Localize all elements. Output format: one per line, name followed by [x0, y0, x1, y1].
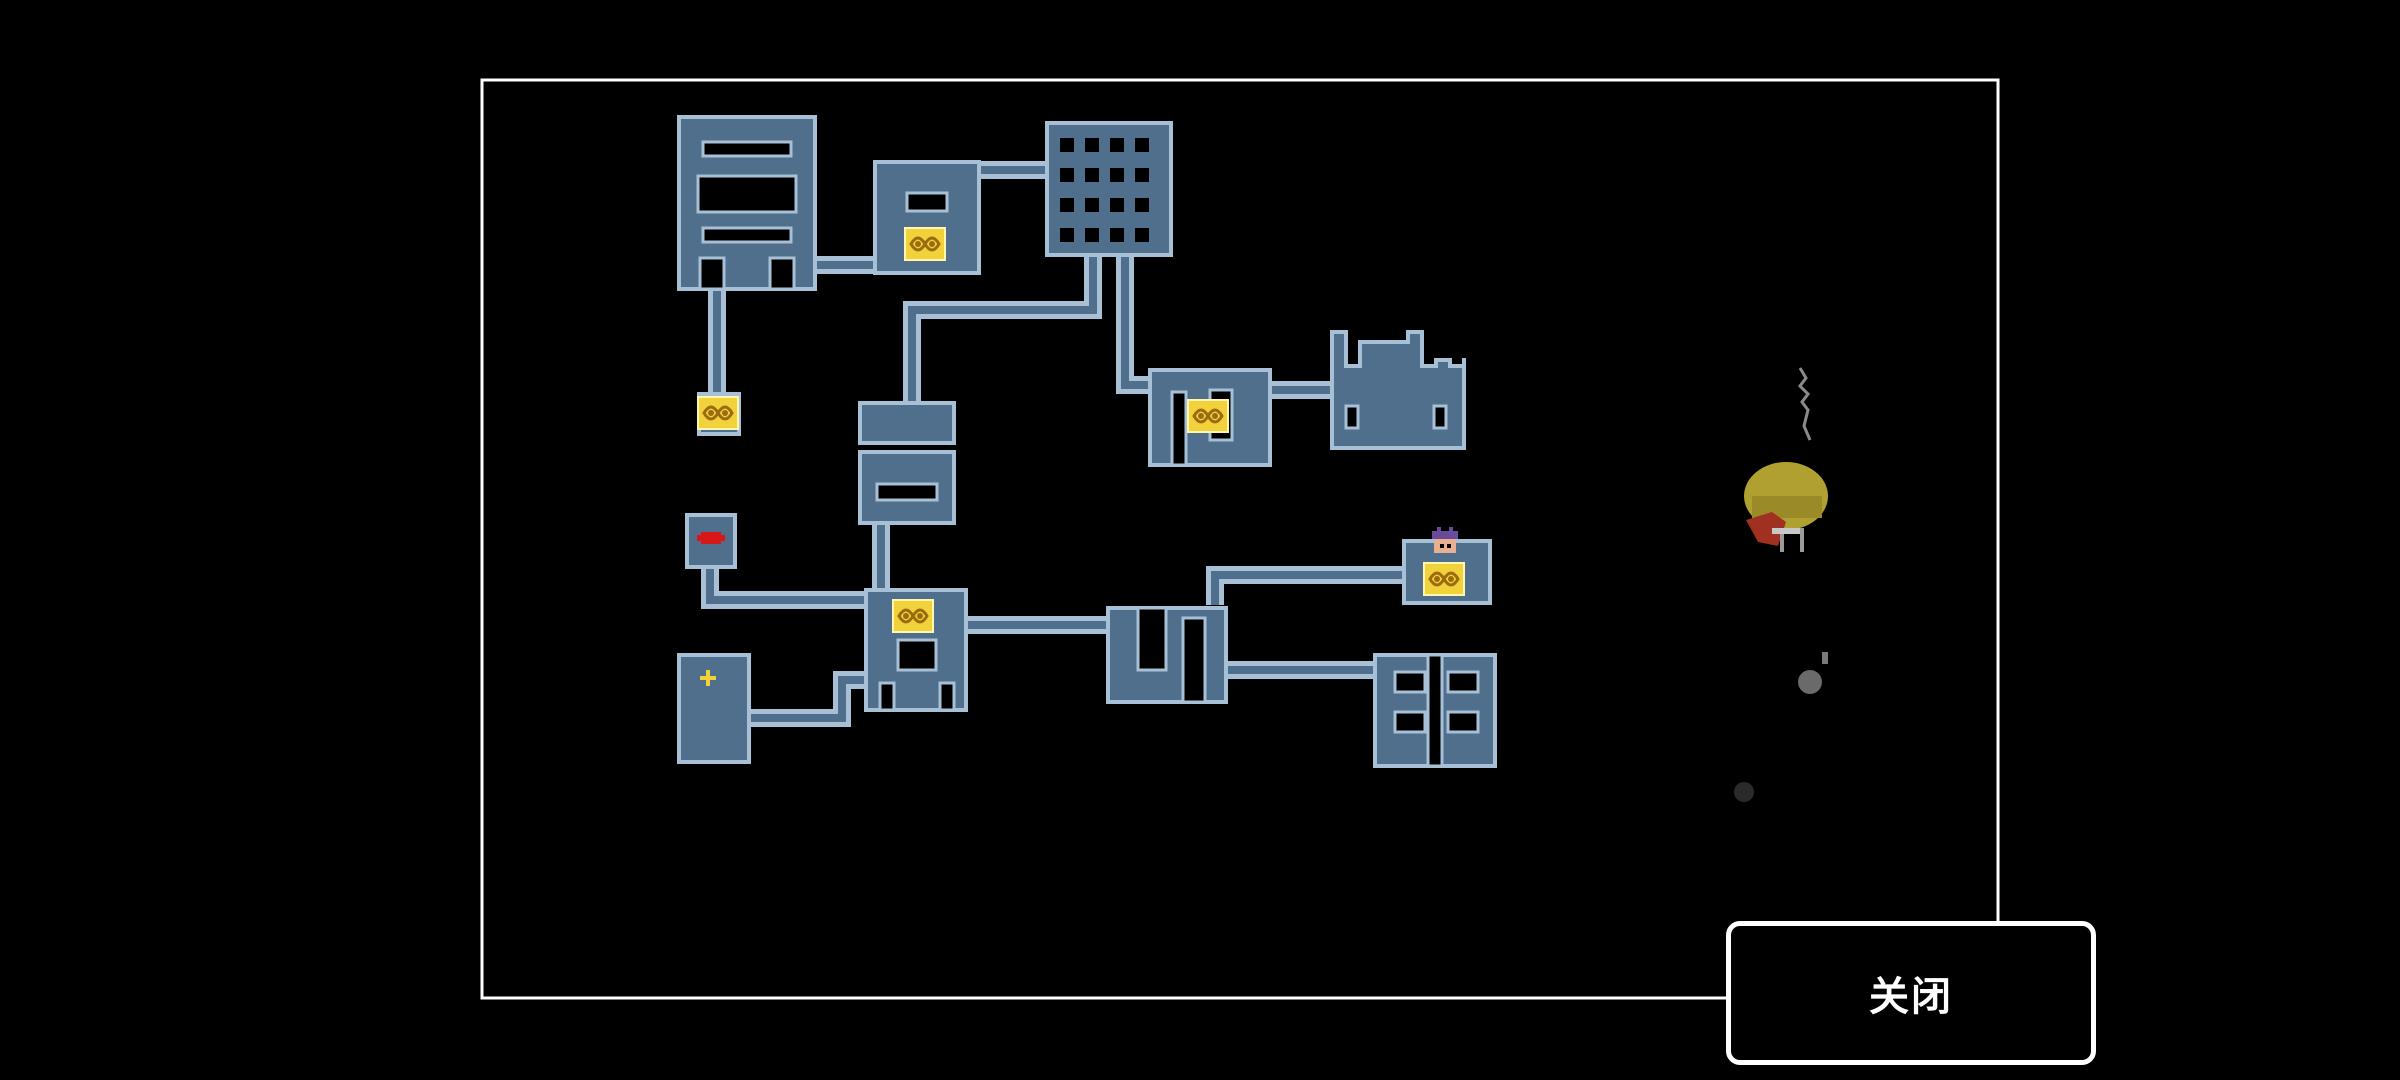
save-point-icon — [1186, 398, 1230, 434]
room-central-upper — [858, 401, 956, 445]
save-point-icon — [696, 395, 740, 431]
grid-room-holes — [1060, 138, 1149, 242]
heal-point-icon — [700, 670, 716, 686]
save-point-icon — [891, 598, 935, 634]
save-point-icon — [903, 226, 947, 262]
room-southwest — [677, 653, 751, 764]
close-button[interactable]: 关闭 — [1726, 921, 2096, 1065]
save-point-icon — [1422, 561, 1466, 597]
current-location-icon — [697, 532, 725, 544]
room-castle — [1330, 330, 1466, 450]
map-frame — [480, 78, 2000, 1000]
npc-marker-icon — [1432, 527, 1458, 553]
player-character-sprite — [1734, 367, 1828, 802]
room-details — [696, 140, 1480, 768]
close-button-label: 关闭 — [1869, 974, 1953, 1020]
